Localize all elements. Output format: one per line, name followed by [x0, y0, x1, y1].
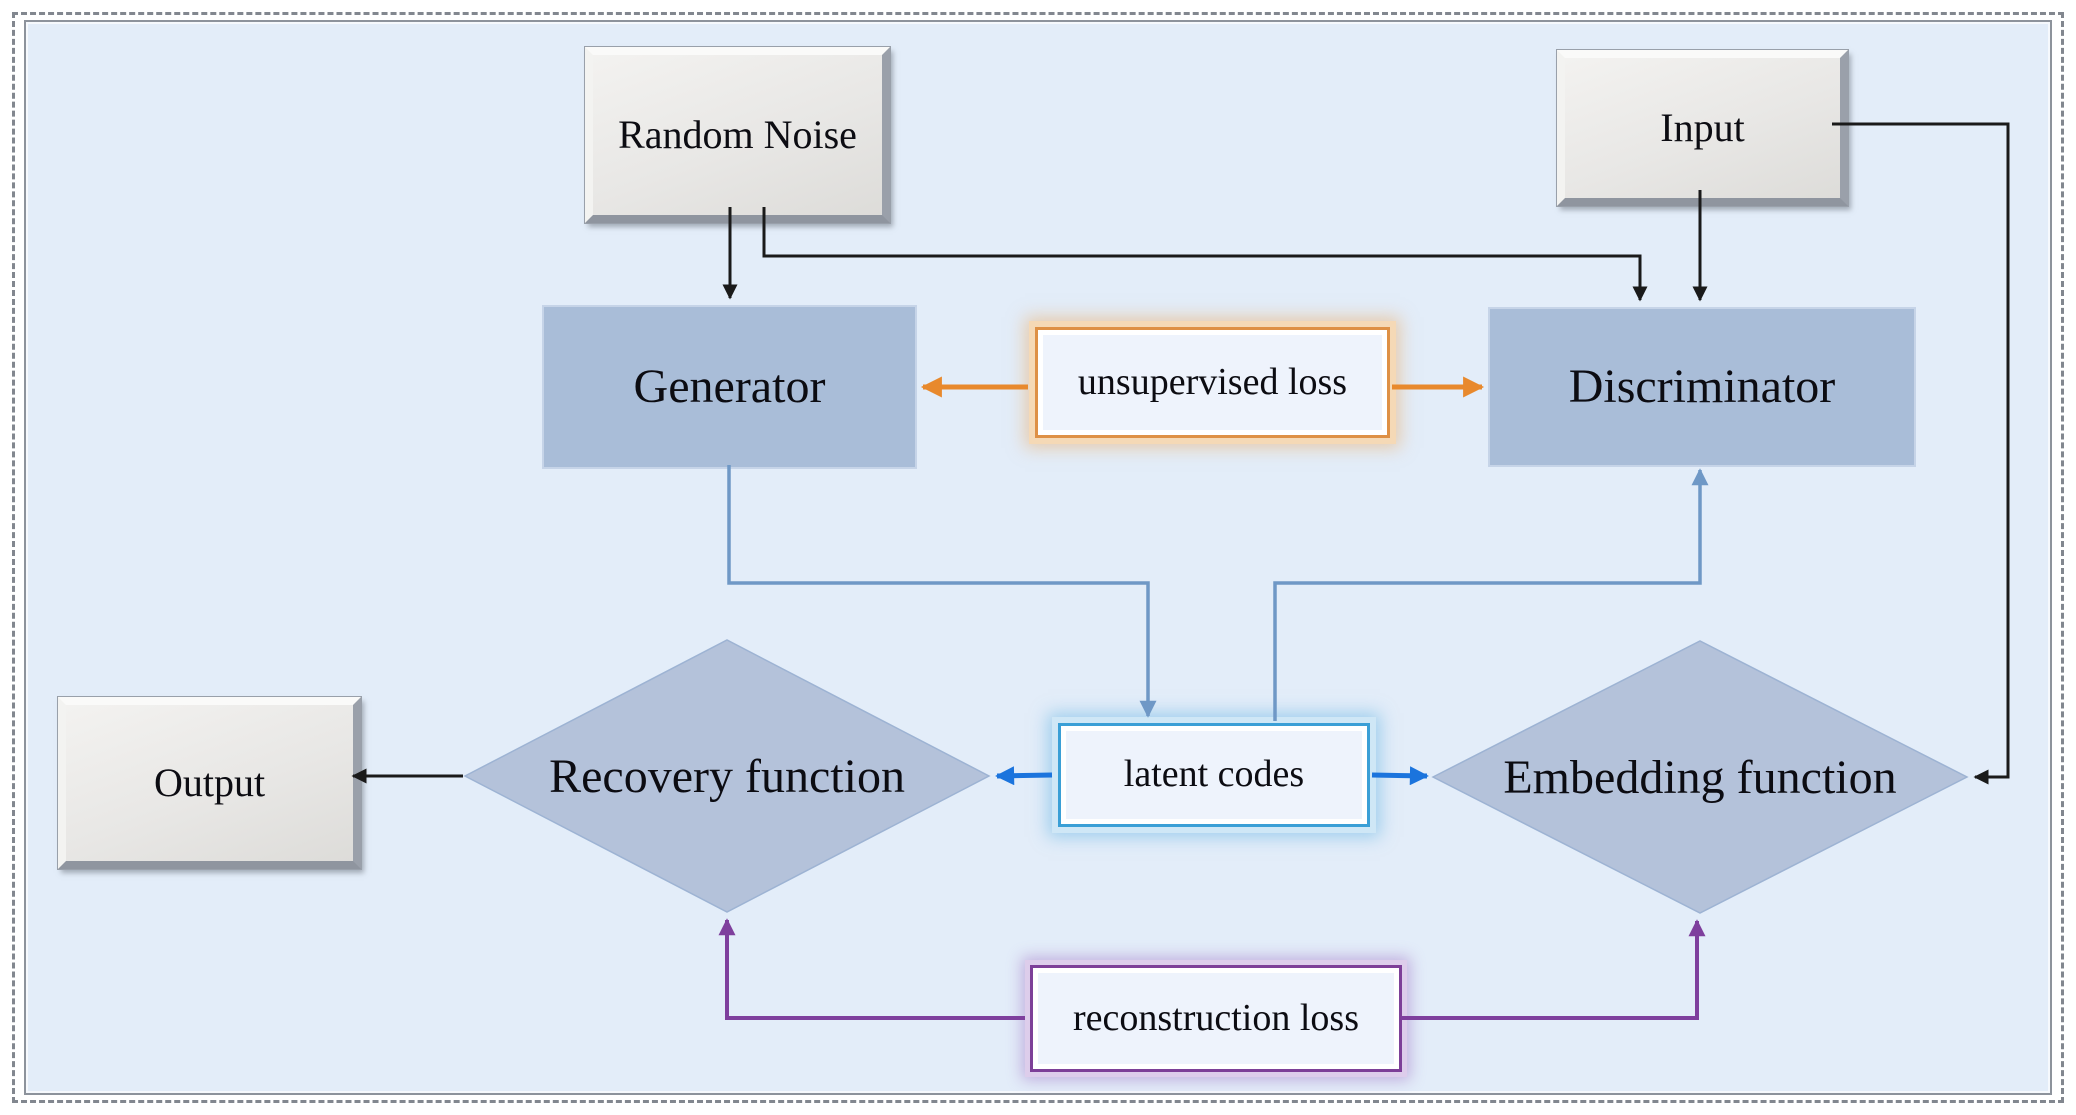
output-label: Output: [153, 760, 266, 805]
node-output: Output: [57, 696, 362, 870]
diamond-recovery-function: [463, 639, 991, 913]
arrow-generator-to-latent-codes: [727, 465, 1157, 718]
node-input: Input: [1556, 49, 1849, 207]
arrow-input-to-embedding-function: [1832, 122, 2010, 785]
arrow-latent-codes-to-embedding-function: [1371, 766, 1429, 786]
input-label: Input: [1660, 105, 1745, 150]
arrow-latent-codes-to-recovery-function: [995, 766, 1053, 786]
arrow-reconstruction-loss-to-recovery-function: [718, 918, 1025, 1020]
node-reconstruction-loss: reconstruction loss: [1030, 965, 1402, 1072]
node-discriminator: Discriminator: [1488, 307, 1916, 467]
arrow-reconstruction-loss-to-embedding-function: [1401, 919, 1706, 1020]
random-noise-label: Random Noise: [618, 112, 857, 157]
diamond-embedding-function: [1431, 640, 1969, 914]
latent-codes-label: latent codes: [1123, 753, 1305, 796]
reconstruction-loss-label: reconstruction loss: [1072, 996, 1359, 1039]
node-unsupervised-loss: unsupervised loss: [1035, 327, 1390, 438]
node-generator: Generator: [542, 305, 917, 469]
discriminator-label: Discriminator: [1568, 359, 1836, 413]
node-random-noise: Random Noise: [584, 46, 891, 224]
generator-label: Generator: [633, 359, 826, 413]
unsupervised-loss-label: unsupervised loss: [1077, 360, 1348, 403]
arrow-random-noise-to-discriminator: [762, 207, 1648, 302]
node-latent-codes: latent codes: [1058, 723, 1370, 827]
arrow-latent-codes-to-discriminator: [1273, 468, 1709, 721]
